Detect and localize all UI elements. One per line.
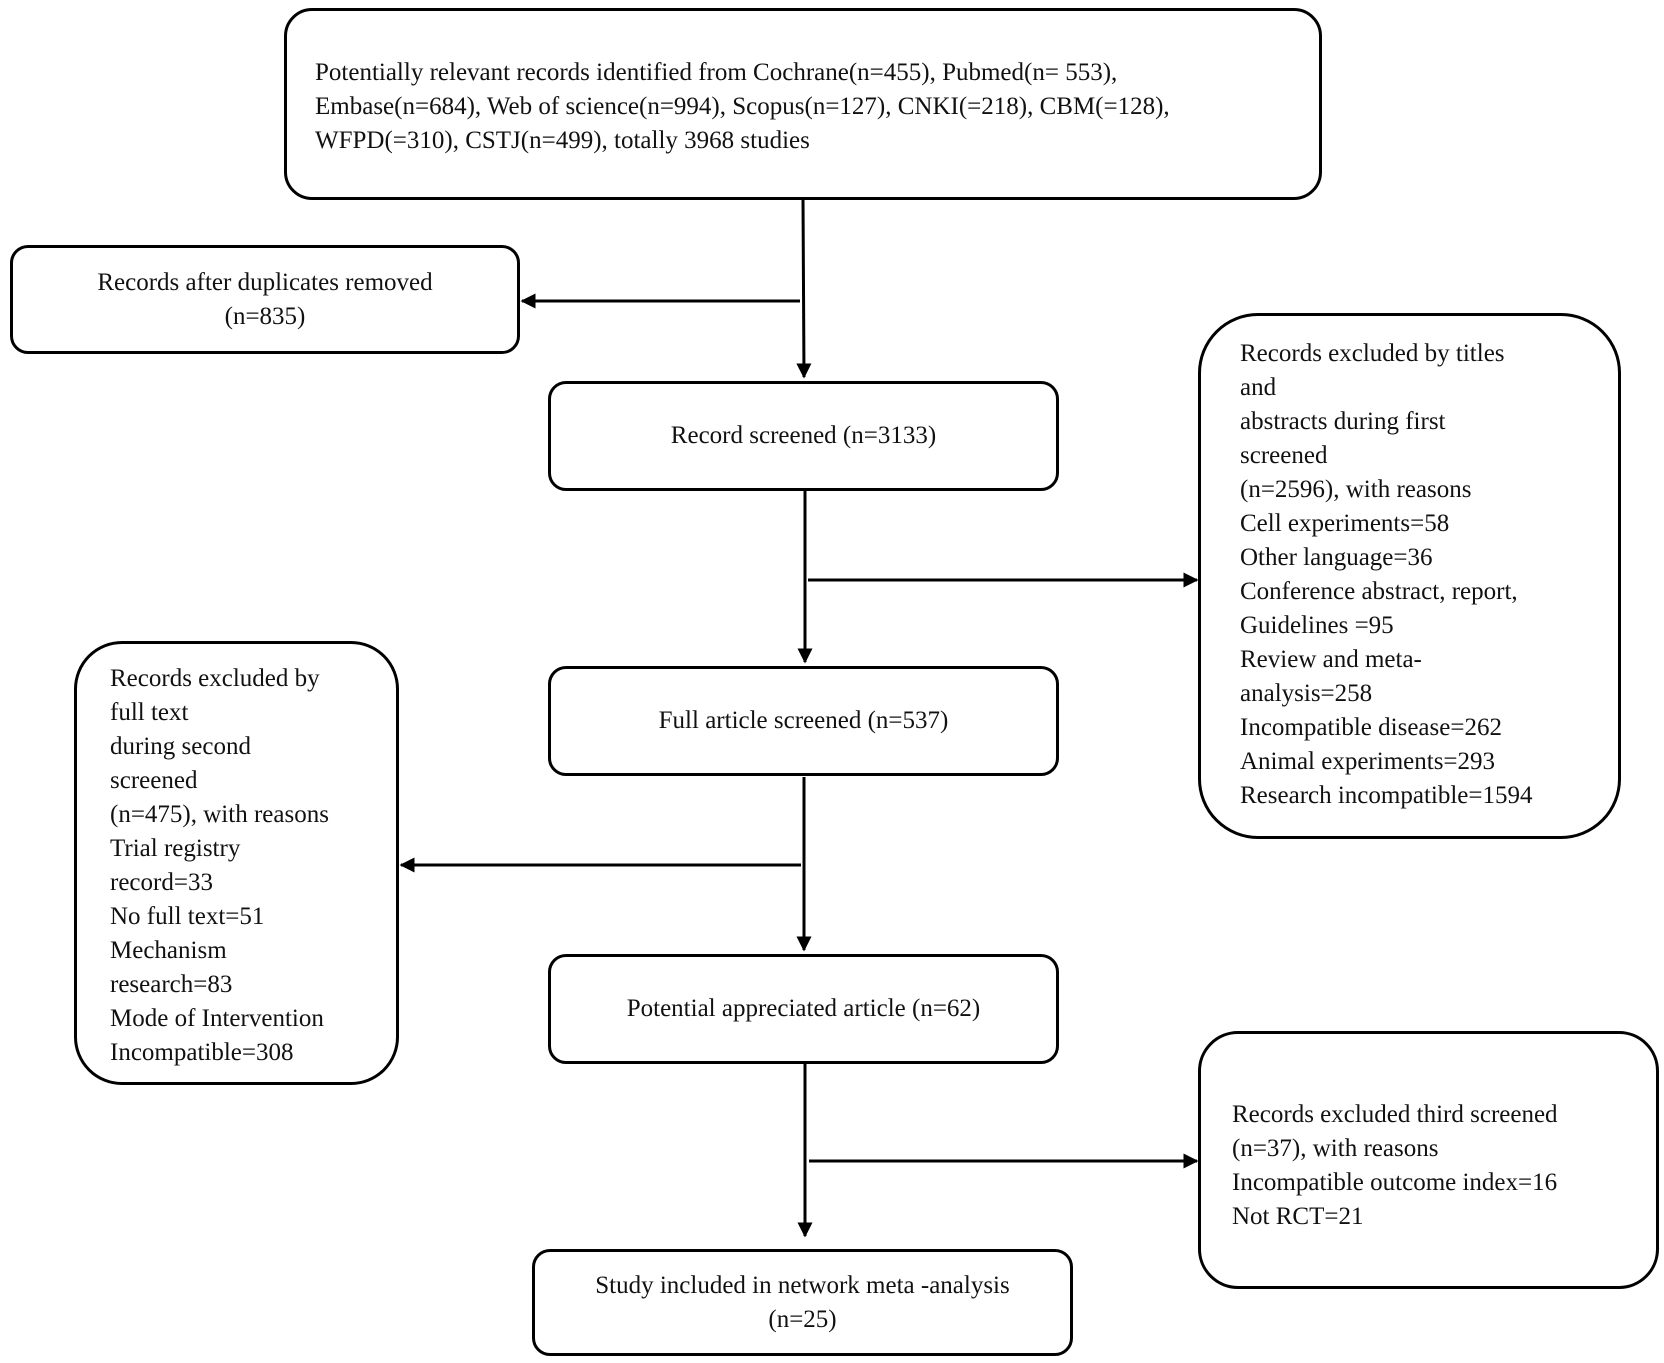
identification-box: Potentially relevant records identified … — [284, 8, 1322, 200]
excluded-first-line: abstracts during first — [1240, 408, 1446, 435]
excluded-third-line: Incompatible outcome index=16 — [1232, 1169, 1558, 1196]
excluded-third-line: Records excluded third screened — [1232, 1101, 1558, 1128]
duplicates-line: Records after duplicates removed — [97, 268, 433, 296]
record-screened-box: Record screened (n=3133) — [548, 381, 1059, 491]
excluded-first-line: screened — [1240, 442, 1328, 469]
excluded-first-line: (n=2596), with reasons — [1240, 476, 1472, 503]
included-line: Study included in network meta -analysis — [595, 1271, 1010, 1299]
excluded-second-line: full text — [110, 699, 189, 726]
excluded-first-line: Other language=36 — [1240, 544, 1433, 571]
excluded-first-screen-box: Records excluded by titles and abstracts… — [1198, 313, 1621, 839]
excluded-second-screen-box: Records excluded by full text during sec… — [74, 641, 399, 1085]
excluded-second-line: Mode of Intervention — [110, 1005, 324, 1032]
identification-line: Potentially relevant records identified … — [315, 59, 1118, 86]
excluded-second-line: (n=475), with reasons — [110, 801, 329, 828]
full-article-screened-box: Full article screened (n=537) — [548, 666, 1059, 776]
included-line: (n=25) — [768, 1305, 837, 1333]
excluded-first-line: and — [1240, 374, 1277, 401]
duplicates-line: (n=835) — [224, 302, 306, 330]
excluded-first-line: Cell experiments=58 — [1240, 510, 1450, 537]
excluded-first-line: Records excluded by titles — [1240, 340, 1505, 367]
excluded-first-line: Conference abstract, report, — [1240, 578, 1518, 605]
excluded-first-line: Review and meta- — [1240, 646, 1422, 673]
excluded-third-line: (n=37), with reasons — [1232, 1135, 1439, 1162]
excluded-third-line: Not RCT=21 — [1232, 1203, 1364, 1230]
potential-line: Potential appreciated article (n=62) — [626, 995, 981, 1022]
excluded-second-line: Mechanism — [110, 937, 227, 964]
excluded-first-line: Incompatible disease=262 — [1240, 714, 1502, 741]
excluded-first-line: Animal experiments=293 — [1240, 748, 1496, 775]
identification-line: Embase(n=684), Web of science(n=994), Sc… — [315, 93, 1170, 120]
excluded-second-line: record=33 — [110, 869, 213, 896]
excluded-second-line: screened — [110, 767, 198, 794]
screened-line: Record screened (n=3133) — [670, 422, 937, 449]
excluded-first-line: analysis=258 — [1240, 680, 1373, 707]
identification-line: WFPD(=310), CSTJ(n=499), totally 3968 st… — [315, 127, 810, 154]
full-article-line: Full article screened (n=537) — [658, 707, 949, 734]
excluded-second-line: during second — [110, 733, 251, 760]
excluded-second-line: No full text=51 — [110, 903, 265, 930]
excluded-second-line: research=83 — [110, 971, 233, 998]
duplicates-removed-box: Records after duplicates removed (n=835) — [10, 245, 520, 354]
excluded-second-line: Incompatible=308 — [110, 1039, 294, 1066]
excluded-second-line: Trial registry — [110, 835, 241, 862]
excluded-third-screen-box: Records excluded third screened (n=37), … — [1198, 1031, 1659, 1289]
excluded-first-line: Guidelines =95 — [1240, 612, 1394, 639]
study-included-box: Study included in network meta -analysis… — [532, 1249, 1073, 1356]
excluded-second-line: Records excluded by — [110, 665, 320, 692]
arrow-identification-to-screened — [796, 198, 812, 379]
excluded-first-line: Research incompatible=1594 — [1240, 782, 1533, 809]
potential-article-box: Potential appreciated article (n=62) — [548, 954, 1059, 1064]
